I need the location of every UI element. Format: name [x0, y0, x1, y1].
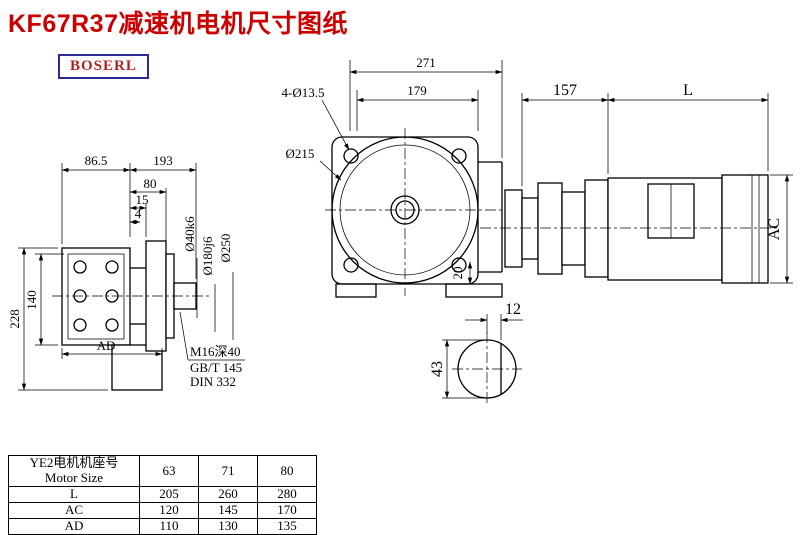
value-cell: 120	[139, 502, 199, 519]
fan-cover	[721, 174, 769, 284]
row-label-L: L	[8, 486, 140, 503]
dim-label-12: 12	[505, 301, 521, 318]
dim-label-86-5: 86.5	[85, 153, 108, 168]
value-cell: 260	[198, 486, 258, 503]
front-view-geometry	[325, 128, 512, 298]
adapter-ring	[521, 197, 539, 260]
dim-271: 271	[349, 55, 503, 158]
dim-label-43: 43	[429, 361, 446, 377]
dim-label-AD: AD	[97, 338, 116, 353]
dim-4: 4	[129, 206, 142, 225]
table-header-row: YE2电机机座号 Motor Size 63 71 80	[8, 455, 317, 487]
value-cell: 280	[257, 486, 317, 503]
row-label-AD: AD	[8, 518, 140, 535]
page-title: KF67R37减速机电机尺寸图纸	[8, 10, 348, 38]
adapter-spacer	[561, 191, 586, 266]
frame-size-80: 80	[257, 455, 317, 487]
dim-label-L: L	[683, 82, 693, 99]
tap-note-line1: M16深40	[190, 344, 241, 359]
value-cell: 135	[257, 518, 317, 535]
shaft-section-geometry	[452, 332, 522, 406]
motor-side-view-geometry	[480, 174, 778, 284]
table-header-en: Motor Size	[44, 470, 104, 485]
dim-label-20: 20	[450, 267, 465, 280]
dim-label-AC: AC	[766, 218, 783, 240]
flange-bolt-hole	[343, 148, 359, 164]
dim-12: 12	[465, 301, 523, 340]
table-header-cell: YE2电机机座号 Motor Size	[8, 455, 140, 487]
table-header-cn: YE2电机机座号	[29, 455, 119, 471]
dim-179: 179	[356, 83, 479, 131]
dia-label-flange: Ø250	[218, 234, 233, 263]
holes-note-label: 4-Ø13.5	[282, 85, 325, 100]
dim-AC: AC	[766, 174, 793, 284]
value-cell: 205	[139, 486, 199, 503]
bolt-hole	[105, 318, 119, 332]
tap-note-line2: GB/T 145	[190, 360, 242, 375]
dia-215-label: Ø215	[286, 146, 315, 161]
table-row-AD: AD 110 130 135	[8, 518, 317, 535]
dim-20: 20	[450, 261, 473, 285]
dim-label-157: 157	[553, 82, 577, 99]
tap-note-line3: DIN 332	[190, 374, 236, 389]
value-cell: 145	[198, 502, 258, 519]
dim-label-193: 193	[153, 153, 173, 168]
row-label-AC: AC	[8, 502, 140, 519]
motor-flange	[584, 179, 609, 278]
left-side-view-geometry	[52, 240, 212, 391]
dia-label-spigot: Ø180j6	[200, 236, 215, 276]
flange-bolt-hole	[343, 257, 359, 273]
dim-193: 193	[129, 153, 197, 279]
frame-size-71: 71	[198, 455, 258, 487]
frame-size-63: 63	[139, 455, 199, 487]
dim-label-80: 80	[144, 176, 157, 191]
dim-label-228: 228	[7, 309, 22, 329]
flange-bolt-hole	[451, 257, 467, 273]
brand-logo: BOSERL	[58, 54, 149, 79]
value-cell: 110	[139, 518, 199, 535]
value-cell: 130	[198, 518, 258, 535]
dim-140: 140	[24, 253, 64, 346]
dim-label-140: 140	[24, 290, 39, 310]
motor-size-table: YE2电机机座号 Motor Size 63 71 80 L 205 260 2…	[8, 455, 317, 535]
bolt-hole	[105, 260, 119, 274]
dim-86-5: 86.5	[61, 153, 131, 244]
dim-80: 80	[129, 176, 167, 250]
table-row-AC: AC 120 145 170	[8, 502, 317, 519]
bolt-holes-callout: 4-Ø13.5	[282, 85, 350, 151]
input-bell-housing	[504, 189, 523, 268]
bolt-hole	[73, 260, 87, 274]
gearbox-body	[61, 247, 131, 346]
adapter-flange	[537, 182, 563, 275]
dim-label-271: 271	[416, 55, 436, 70]
tap-hole-note: M16深40 GB/T 145 DIN 332	[179, 311, 245, 389]
flange-bolt-hole	[451, 148, 467, 164]
dim-label-15: 15	[136, 192, 149, 207]
dim-228: 228	[7, 247, 108, 391]
dia-215-callout: Ø215	[286, 146, 342, 181]
dim-AD: AD	[61, 338, 163, 359]
table-row-L: L 205 260 280	[8, 486, 317, 503]
value-cell: 170	[257, 502, 317, 519]
lower-housing	[111, 344, 163, 391]
dim-157: 157	[521, 82, 609, 186]
dim-label-4: 4	[135, 206, 142, 221]
diameter-callouts: Ø40k6 Ø180j6 Ø250	[182, 216, 234, 340]
dim-43: 43	[429, 339, 484, 399]
dia-label-shaft: Ø40k6	[182, 216, 197, 252]
bolt-plate	[67, 253, 125, 340]
housing-foot	[335, 283, 377, 298]
bolt-hole	[73, 318, 87, 332]
housing-foot	[445, 283, 503, 298]
dim-label-179: 179	[407, 83, 427, 98]
dim-L: L	[607, 82, 769, 171]
dim-15: 15	[129, 192, 149, 237]
